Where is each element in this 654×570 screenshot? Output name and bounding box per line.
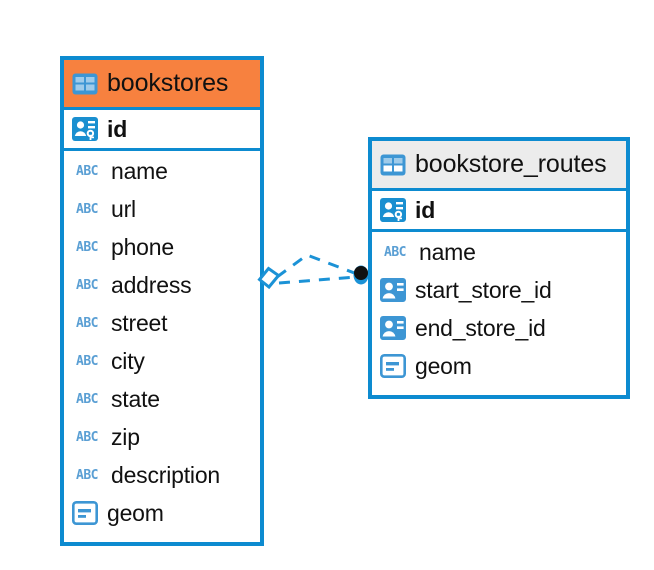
field-row-name[interactable]: ABC name — [372, 233, 626, 271]
table-icon — [72, 73, 98, 95]
primary-key-icon — [380, 198, 406, 222]
text-abc-icon: ABC — [76, 391, 98, 407]
field-list-bookstores: ABC name ABC url ABC phone ABC address A… — [64, 151, 260, 534]
field-row-url[interactable]: ABC url — [64, 190, 260, 228]
field-label: zip — [111, 423, 140, 450]
field-row-phone[interactable]: ABC phone — [64, 228, 260, 266]
field-label: end_store_id — [415, 314, 546, 341]
field-label: name — [419, 238, 476, 265]
field-label: geom — [107, 499, 164, 526]
filled-circle-marker — [354, 266, 368, 280]
entity-header-bookstores[interactable]: bookstores — [64, 60, 260, 110]
field-label: phone — [111, 233, 174, 260]
field-label: id — [107, 115, 128, 142]
field-label: city — [111, 347, 145, 374]
field-row-address[interactable]: ABC address — [64, 266, 260, 304]
relationship-line-lower — [278, 275, 357, 285]
text-abc-icon: ABC — [76, 201, 98, 217]
field-row-start-store-id[interactable]: start_store_id — [372, 271, 626, 309]
primary-key-section: id — [64, 110, 260, 151]
field-row-id[interactable]: id — [372, 191, 626, 229]
field-row-end-store-id[interactable]: end_store_id — [372, 309, 626, 347]
field-row-geom[interactable]: geom — [372, 347, 626, 385]
text-abc-icon: ABC — [76, 277, 98, 293]
filled-circle-marker-halo — [353, 265, 369, 285]
text-abc-icon: ABC — [76, 239, 98, 255]
field-row-name[interactable]: ABC name — [64, 152, 260, 190]
text-abc-icon: ABC — [76, 163, 98, 179]
field-label: name — [111, 157, 168, 184]
field-row-geom[interactable]: geom — [64, 494, 260, 532]
field-row-city[interactable]: ABC city — [64, 342, 260, 380]
table-icon — [380, 154, 406, 176]
field-row-id[interactable]: id — [64, 110, 260, 148]
field-label: description — [111, 461, 221, 488]
text-abc-icon: ABC — [76, 429, 98, 445]
field-label: state — [111, 385, 160, 412]
relationship-connector[interactable] — [255, 243, 375, 313]
entity-header-bookstore-routes[interactable]: bookstore_routes — [372, 141, 626, 191]
foreign-key-icon — [380, 278, 406, 302]
primary-key-section: id — [372, 191, 626, 232]
field-row-description[interactable]: ABC description — [64, 456, 260, 494]
primary-key-icon — [72, 117, 98, 141]
field-row-street[interactable]: ABC street — [64, 304, 260, 342]
field-label: address — [111, 271, 192, 298]
text-abc-icon: ABC — [76, 353, 98, 369]
field-row-state[interactable]: ABC state — [64, 380, 260, 418]
entity-bookstores[interactable]: bookstores id — [60, 56, 264, 546]
geometry-icon — [380, 354, 406, 378]
field-label: url — [111, 195, 136, 222]
text-abc-icon: ABC — [76, 467, 98, 483]
entity-bookstore-routes[interactable]: bookstore_routes id — [368, 137, 630, 399]
entity-title: bookstores — [107, 69, 229, 97]
field-label: street — [111, 309, 168, 336]
entity-title: bookstore_routes — [415, 150, 607, 178]
field-label: geom — [415, 352, 472, 379]
field-row-zip[interactable]: ABC zip — [64, 418, 260, 456]
field-label: start_store_id — [415, 276, 552, 303]
relationship-line-upper — [276, 253, 358, 279]
foreign-key-icon — [380, 316, 406, 340]
geometry-icon — [72, 501, 98, 525]
text-abc-icon: ABC — [384, 244, 406, 260]
field-list-bookstore-routes: ABC name start_store_id — [372, 232, 626, 387]
text-abc-icon: ABC — [76, 315, 98, 331]
field-label: id — [415, 196, 436, 223]
